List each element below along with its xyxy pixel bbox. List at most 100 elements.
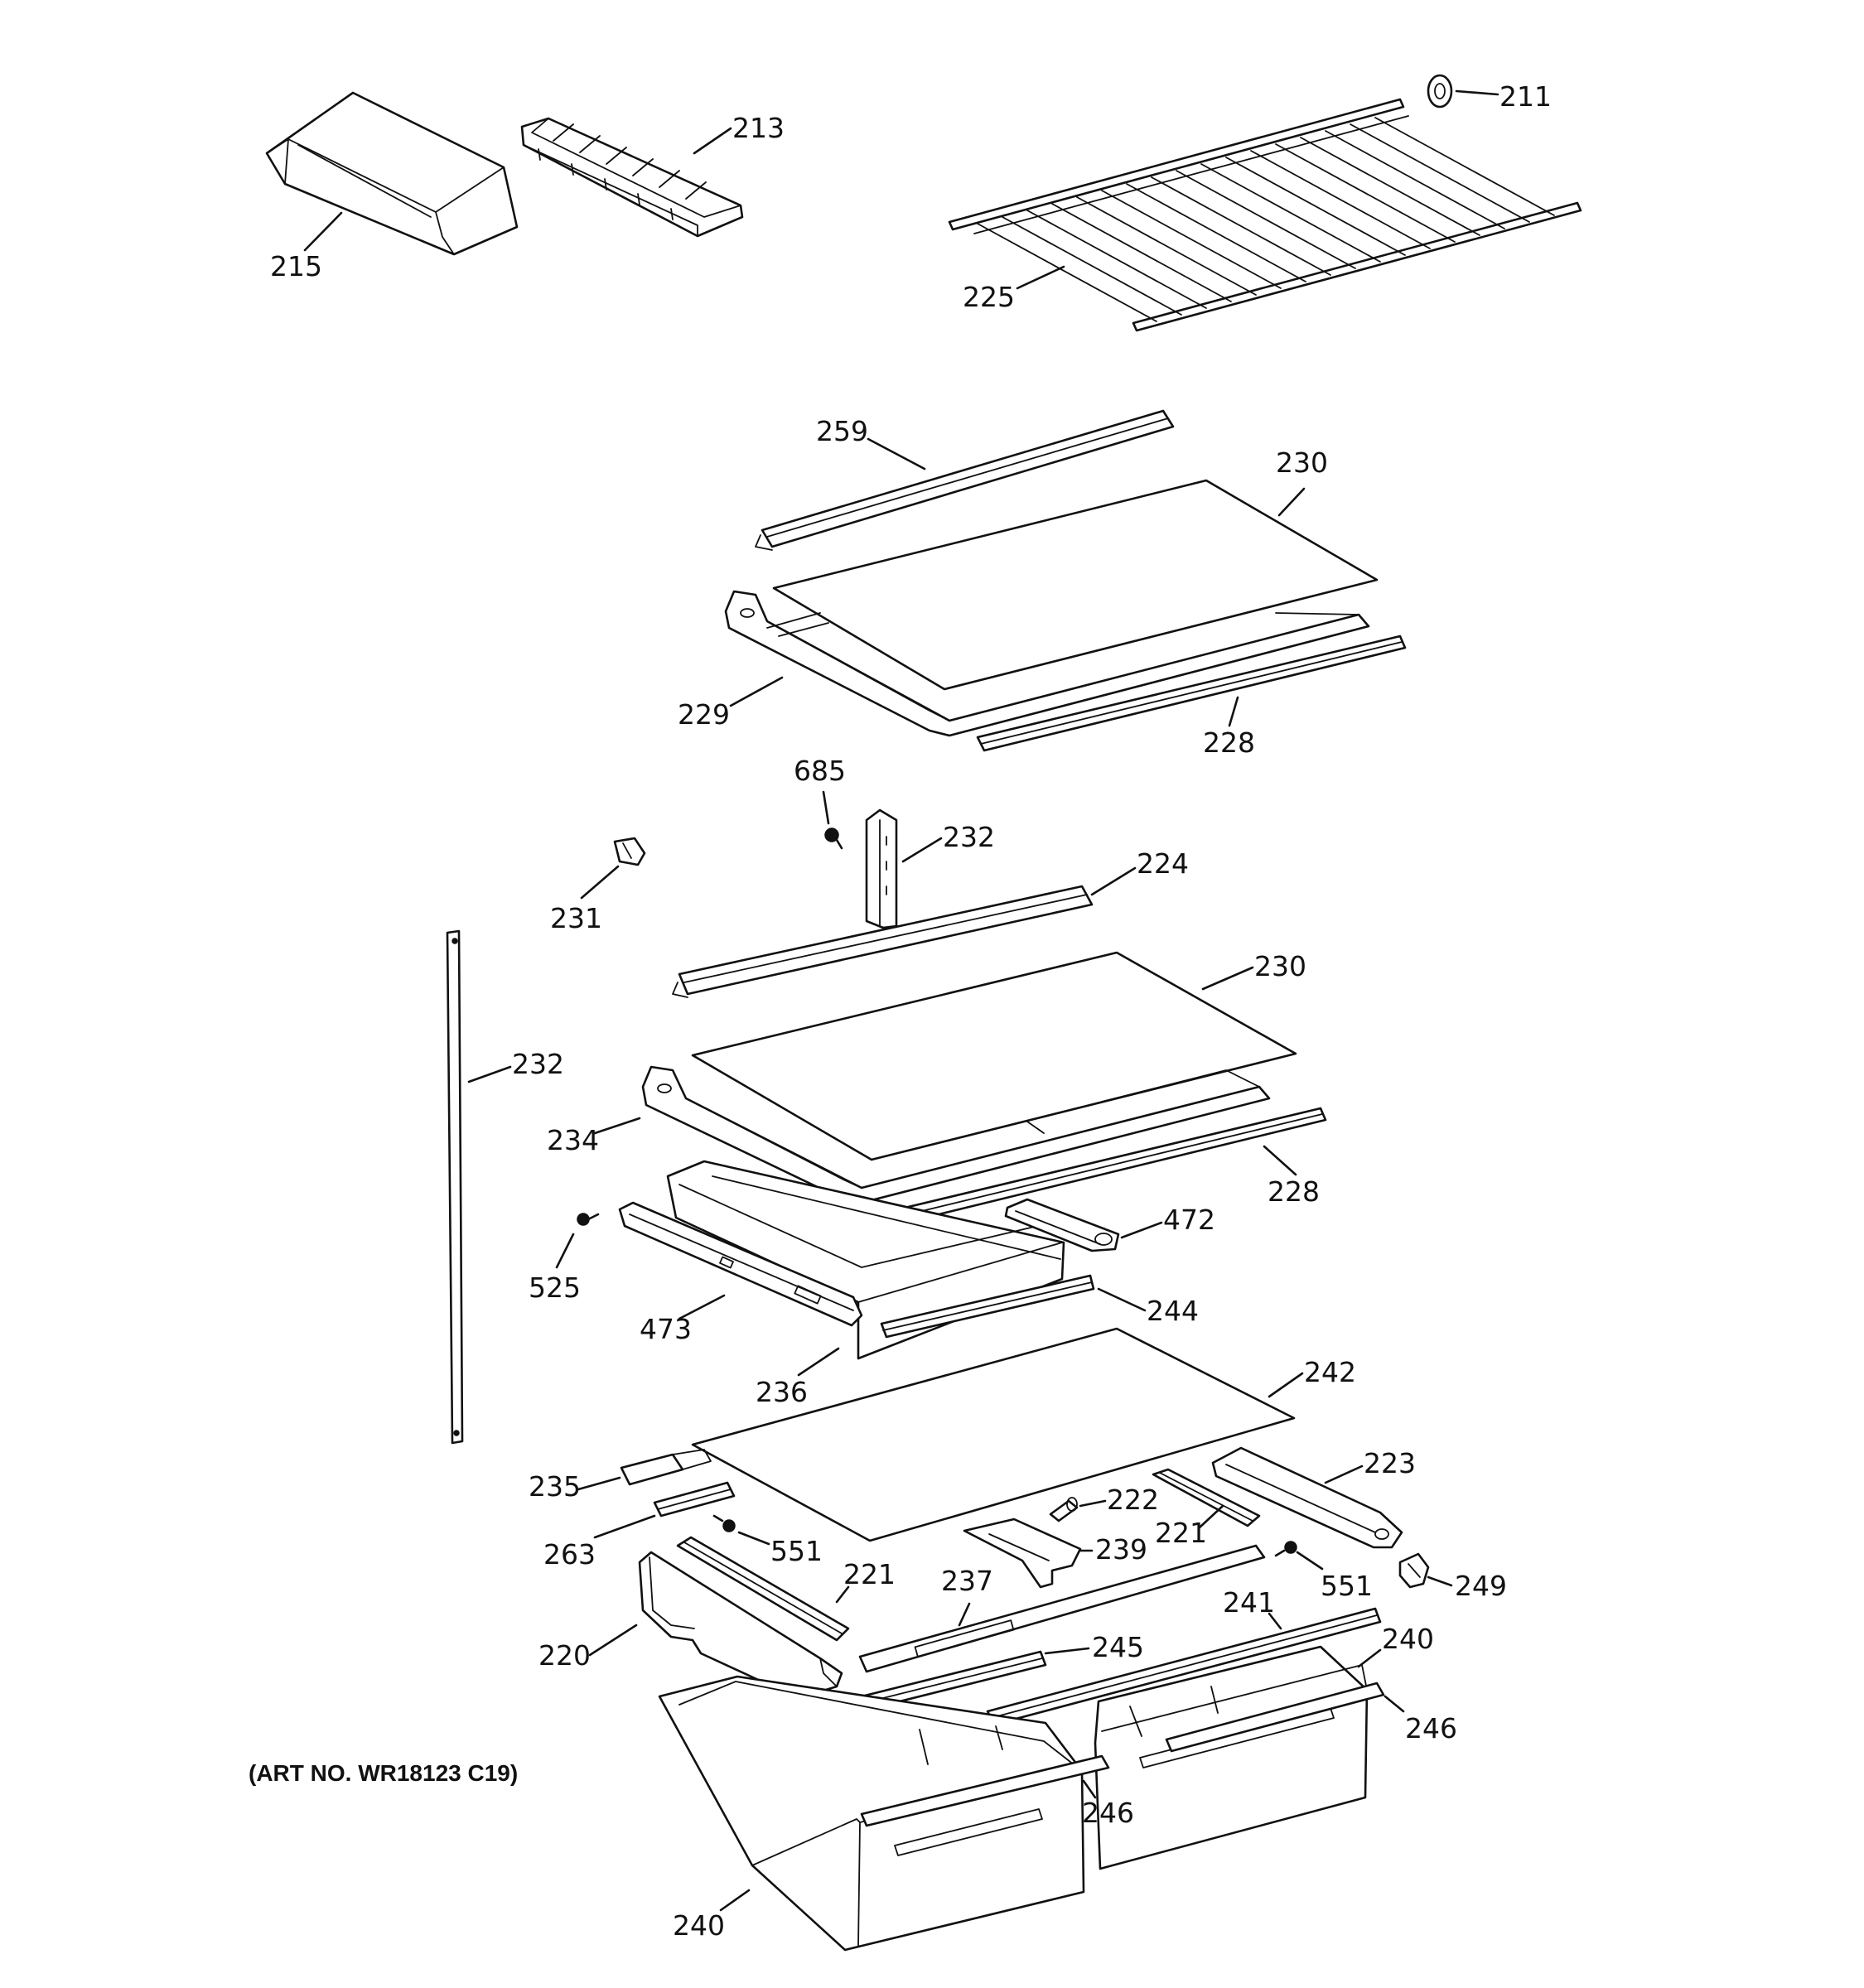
part-229-shelf-frame bbox=[724, 590, 1370, 737]
part-249-hinge bbox=[1398, 1552, 1430, 1589]
part-685-screw bbox=[824, 828, 843, 850]
label-263: 263 bbox=[543, 1538, 596, 1571]
label-246-left: 246 bbox=[1082, 1797, 1134, 1829]
label-245: 245 bbox=[1092, 1631, 1144, 1663]
label-230-mid: 230 bbox=[1254, 950, 1306, 982]
label-685: 685 bbox=[794, 755, 846, 787]
part-551-screw-right bbox=[1274, 1541, 1297, 1557]
callout-231: 231 bbox=[550, 865, 620, 934]
label-213: 213 bbox=[732, 112, 785, 144]
callout-224: 224 bbox=[1090, 847, 1189, 896]
label-230-upper: 230 bbox=[1276, 446, 1328, 479]
label-234: 234 bbox=[547, 1124, 599, 1156]
label-239: 239 bbox=[1095, 1533, 1147, 1566]
callout-472: 472 bbox=[1120, 1204, 1215, 1239]
callout-235: 235 bbox=[529, 1470, 621, 1503]
part-221-rail-right bbox=[1152, 1468, 1261, 1527]
part-231-clip bbox=[613, 837, 646, 866]
part-222-roller bbox=[1049, 1497, 1079, 1522]
part-223-side-rail bbox=[1211, 1446, 1403, 1549]
label-220: 220 bbox=[538, 1639, 591, 1672]
callout-241: 241 bbox=[1223, 1586, 1282, 1630]
callout-223: 223 bbox=[1324, 1447, 1416, 1484]
callout-237: 237 bbox=[941, 1565, 993, 1627]
part-215-door-bin bbox=[265, 91, 519, 256]
callout-551-left: 551 bbox=[737, 1531, 823, 1567]
part-237-front-rail bbox=[858, 1544, 1266, 1673]
callout-240-right: 240 bbox=[1357, 1623, 1434, 1668]
callout-242: 242 bbox=[1268, 1356, 1356, 1398]
label-244: 244 bbox=[1147, 1295, 1199, 1327]
callout-211: 211 bbox=[1455, 80, 1552, 113]
part-224-shelf-trim bbox=[672, 885, 1094, 998]
label-231: 231 bbox=[550, 902, 602, 934]
label-215: 215 bbox=[270, 250, 322, 282]
label-222: 222 bbox=[1107, 1484, 1159, 1516]
part-525-screw bbox=[577, 1213, 600, 1226]
part-246-handle-left bbox=[860, 1754, 1110, 1827]
part-263-channel bbox=[653, 1481, 736, 1518]
part-235-bracket bbox=[620, 1449, 712, 1486]
callout-263: 263 bbox=[543, 1514, 656, 1571]
callout-232-long: 232 bbox=[467, 1048, 564, 1083]
part-230-glass-upper bbox=[772, 479, 1379, 691]
callout-221-right: 221 bbox=[1155, 1504, 1224, 1549]
label-525: 525 bbox=[529, 1271, 581, 1304]
label-229: 229 bbox=[678, 698, 730, 731]
part-246-handle-right bbox=[1165, 1682, 1385, 1753]
callout-246-left: 246 bbox=[1082, 1779, 1134, 1829]
part-228-rail-upper bbox=[976, 635, 1407, 752]
part-472-slide-rail bbox=[1004, 1198, 1120, 1252]
callout-249: 249 bbox=[1427, 1570, 1507, 1602]
callout-245: 245 bbox=[1044, 1631, 1144, 1663]
part-225-wire-shelf bbox=[948, 98, 1582, 332]
part-232-short-support bbox=[865, 808, 898, 929]
art-number: (ART NO. WR18123 C19) bbox=[249, 1760, 518, 1786]
part-240-drawer-right bbox=[1094, 1645, 1369, 1870]
callout-234: 234 bbox=[547, 1117, 641, 1156]
callout-244: 244 bbox=[1097, 1287, 1199, 1327]
callout-230-upper: 230 bbox=[1276, 446, 1328, 517]
part-232-long-support bbox=[446, 929, 464, 1445]
label-228-upper: 228 bbox=[1203, 726, 1255, 759]
callout-259: 259 bbox=[816, 415, 926, 470]
part-213-ice-tray bbox=[520, 117, 744, 238]
part-244-rail bbox=[880, 1274, 1095, 1339]
callout-246-right: 246 bbox=[1384, 1695, 1457, 1744]
callout-230-mid: 230 bbox=[1201, 950, 1306, 991]
part-473-slide-rail bbox=[618, 1201, 863, 1327]
part-259-shelf-trim bbox=[755, 409, 1175, 551]
callout-222: 222 bbox=[1079, 1484, 1159, 1516]
callout-213: 213 bbox=[693, 112, 785, 155]
callout-221-left: 221 bbox=[835, 1558, 896, 1604]
label-240-right: 240 bbox=[1382, 1623, 1434, 1655]
label-223: 223 bbox=[1364, 1447, 1416, 1479]
callout-239: 239 bbox=[1079, 1533, 1147, 1566]
label-232-long: 232 bbox=[512, 1048, 564, 1080]
callout-215: 215 bbox=[270, 211, 343, 282]
label-246-right: 246 bbox=[1405, 1712, 1457, 1744]
callout-232-short: 232 bbox=[901, 821, 995, 863]
callout-228-upper: 228 bbox=[1203, 696, 1255, 759]
part-230-glass-mid bbox=[691, 951, 1297, 1161]
part-551-screw-left bbox=[712, 1514, 736, 1532]
part-234-shelf-frame bbox=[641, 1065, 1271, 1204]
label-242: 242 bbox=[1304, 1356, 1356, 1388]
callout-551-right: 551 bbox=[1296, 1551, 1373, 1602]
label-241: 241 bbox=[1223, 1586, 1275, 1619]
part-242-glass-lower bbox=[691, 1327, 1296, 1542]
label-211: 211 bbox=[1499, 80, 1552, 113]
label-249: 249 bbox=[1455, 1570, 1507, 1602]
callout-228-mid: 228 bbox=[1263, 1145, 1320, 1208]
label-224: 224 bbox=[1137, 847, 1189, 880]
label-225: 225 bbox=[963, 281, 1015, 313]
label-235: 235 bbox=[529, 1470, 581, 1503]
callout-473: 473 bbox=[640, 1294, 726, 1345]
callout-525: 525 bbox=[529, 1233, 581, 1304]
label-221-left: 221 bbox=[843, 1558, 896, 1590]
label-473: 473 bbox=[640, 1313, 692, 1345]
part-221-rail-left bbox=[676, 1536, 850, 1642]
label-236: 236 bbox=[756, 1376, 808, 1408]
label-240-left: 240 bbox=[673, 1909, 725, 1942]
